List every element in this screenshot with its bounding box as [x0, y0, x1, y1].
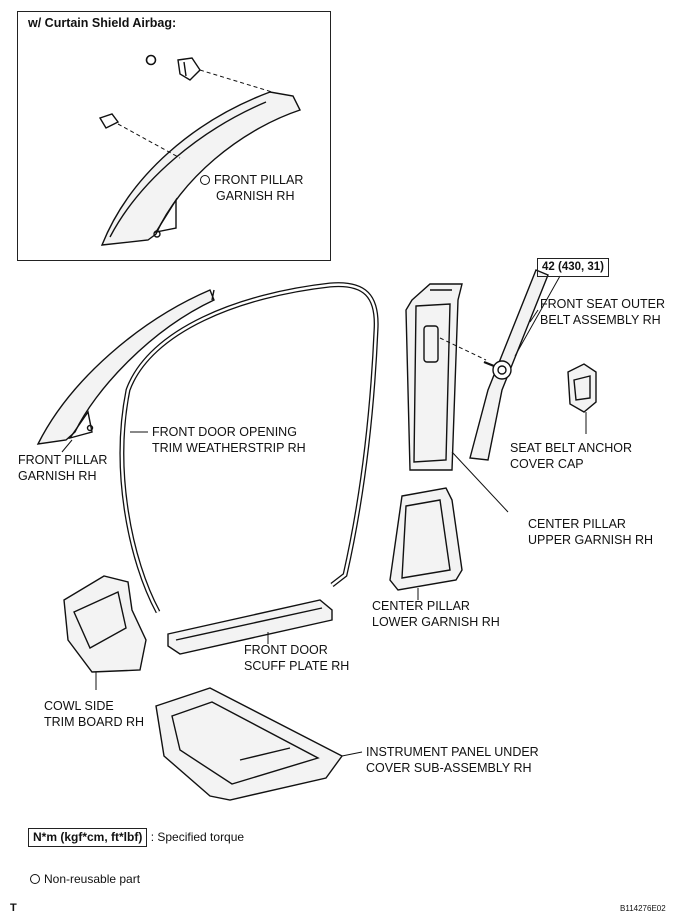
anchor-cover-cap-drawing [567, 363, 597, 434]
inset-title: w/ Curtain Shield Airbag: [28, 16, 177, 30]
torque-legend: N*m (kgf*cm, ft*lbf) : Specified torque [28, 828, 244, 847]
center-upper-garnish-label: CENTER PILLAR UPPER GARNISH RH [528, 517, 654, 547]
nonreusable-legend-icon [30, 874, 40, 884]
inset-pin-fastener [98, 113, 181, 159]
front-pillar-garnish-drawing [36, 289, 215, 453]
center-pillar-lower-garnish-drawing [389, 487, 463, 600]
torque-legend-text: : Specified torque [150, 830, 245, 844]
weatherstrip-label: FRONT DOOR OPENING TRIM WEATHERSTRIP RH [152, 425, 306, 455]
nonreusable-mark-icon [200, 175, 210, 185]
center-lower-garnish-label: CENTER PILLAR LOWER GARNISH RH [372, 599, 500, 629]
anchor-cover-cap-label: SEAT BELT ANCHOR COVER CAP [510, 441, 633, 471]
inset-clip-fastener [177, 57, 273, 93]
seat-belt-drawing [439, 269, 561, 461]
center-pillar-upper-garnish-drawing [405, 283, 509, 513]
nonreusable-legend: Non-reusable part [30, 872, 140, 886]
instrument-panel-cover-drawing [155, 687, 363, 801]
figure-code: B114276E02 [620, 904, 666, 913]
instrument-panel-label: INSTRUMENT PANEL UNDER COVER SUB-ASSEMBL… [366, 745, 539, 775]
cowl-side-trim-drawing [63, 575, 147, 690]
inset-nonreusable-mark-icon [145, 54, 157, 66]
torque-spec-box: 42 (430, 31) [537, 258, 610, 277]
scuff-plate-label: FRONT DOOR SCUFF PLATE RH [244, 643, 350, 673]
torque-unit-box: N*m (kgf*cm, ft*lbf) [28, 828, 148, 847]
scuff-plate-drawing [167, 599, 333, 655]
front-pillar-garnish-label: FRONT PILLAR GARNISH RH [18, 453, 108, 483]
inset-front-pillar-label: FRONT PILLAR GARNISH RH [200, 172, 303, 204]
inset-front-pillar-garnish-drawing [100, 91, 301, 246]
seat-belt-label: FRONT SEAT OUTER BELT ASSEMBLY RH [540, 297, 666, 327]
footer-left-mark: T [10, 902, 17, 914]
airbag-variant-inset [17, 11, 331, 261]
cowl-side-label: COWL SIDE TRIM BOARD RH [44, 699, 144, 729]
weatherstrip-drawing [119, 282, 379, 614]
nonreusable-legend-text: Non-reusable part [44, 872, 141, 886]
